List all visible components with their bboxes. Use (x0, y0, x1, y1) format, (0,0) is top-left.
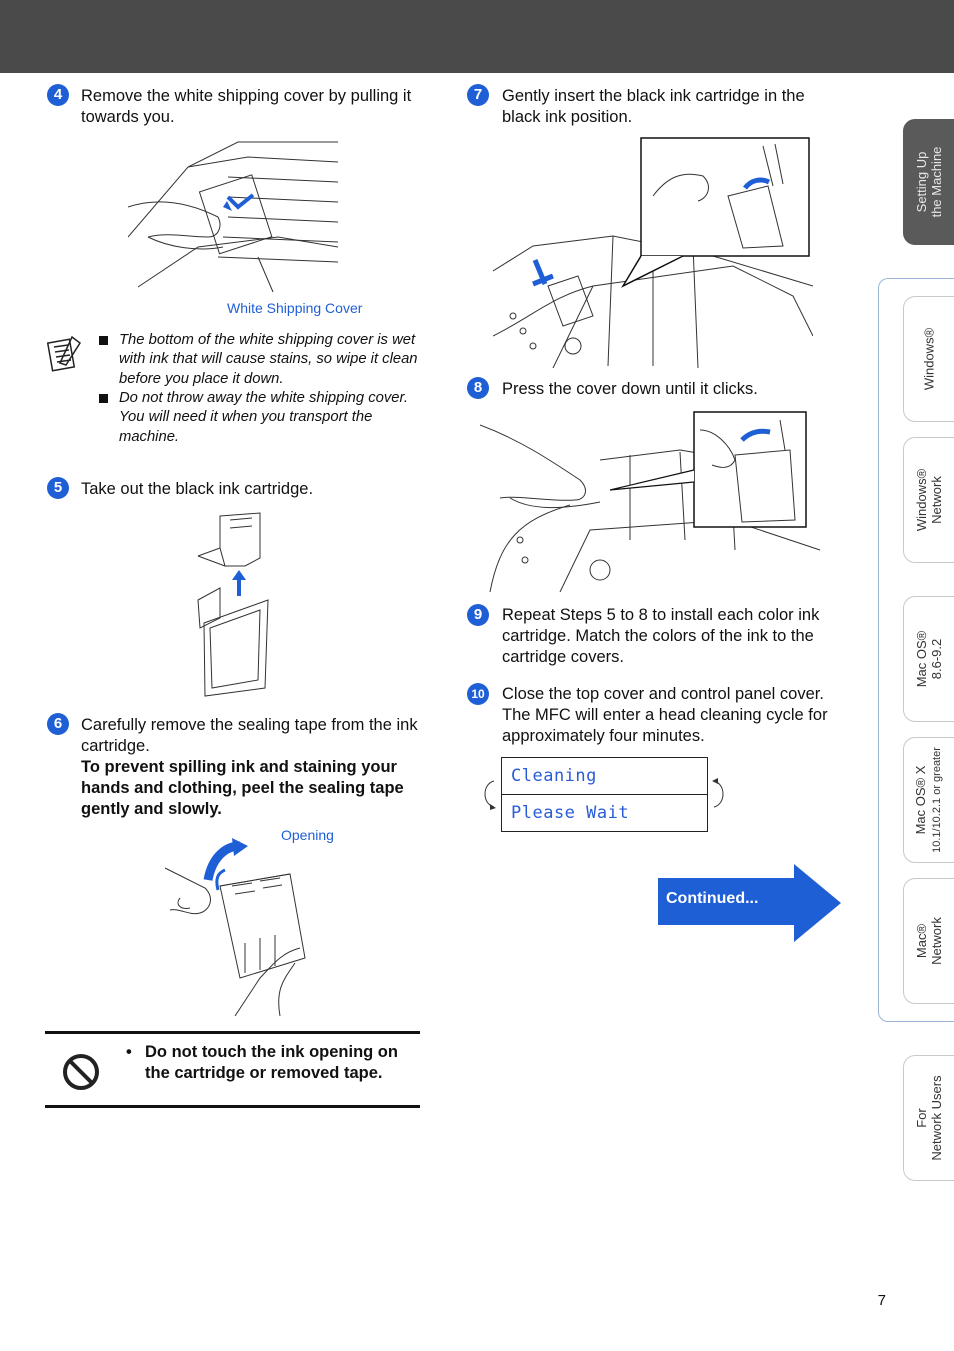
lcd-line-1: Cleaning (502, 758, 707, 795)
tab-mac-network[interactable]: Mac®Network (903, 878, 954, 1004)
bullet (99, 394, 108, 403)
step-number-4: 4 (47, 84, 69, 106)
shipping-cover-illustration (128, 141, 338, 293)
step-5-text: Take out the black ink cartridge. (81, 480, 314, 498)
lcd-line-2: Please Wait (511, 803, 630, 823)
note-item-2: Do not throw away the white shipping cov… (99, 389, 419, 447)
step-9-text: Repeat Steps 5 to 8 to install each colo… (502, 606, 820, 666)
step-10-text: Close the top cover and control panel co… (502, 685, 828, 745)
step-6-warning: To prevent spilling ink and staining you… (81, 758, 404, 818)
step-8-text: Press the cover down until it clicks. (502, 380, 758, 398)
step-number-7: 7 (467, 84, 489, 106)
tab-mac-os-8-9[interactable]: Mac OS®8.6-9.2 (903, 596, 954, 722)
step-7-text: Gently insert the black ink cartridge in… (502, 87, 805, 126)
note-pad-icon (46, 335, 82, 372)
warning-top-rule (45, 1031, 420, 1034)
white-shipping-cover-caption: White Shipping Cover (227, 300, 363, 316)
step-number-5: 5 (47, 477, 69, 499)
step-number-9: 9 (467, 604, 489, 626)
page-number: 7 (877, 1292, 886, 1309)
tab-windows[interactable]: Windows® (903, 296, 954, 422)
continued-arrow (658, 864, 841, 942)
cartridge-package-illustration (197, 512, 269, 697)
bullet (99, 336, 108, 345)
tab-label: Mac OS®8.6-9.2 (914, 630, 944, 688)
tab-label: Windows®Network (914, 468, 944, 532)
cycle-arrow-right-icon (712, 778, 724, 808)
prohibited-icon (63, 1054, 99, 1090)
lcd-display: Cleaning Please Wait (501, 757, 708, 832)
step-number-6: 6 (47, 713, 69, 735)
header-bar (0, 0, 954, 73)
step-number-10: 10 (467, 683, 489, 705)
step-6-text: Carefully remove the sealing tape from t… (81, 716, 418, 755)
tab-label: Mac®Network (914, 917, 944, 965)
press-cover-illustration (480, 411, 821, 592)
insert-cartridge-illustration (493, 137, 813, 368)
warning-bottom-rule (45, 1105, 420, 1108)
note-item-1: The bottom of the white shipping cover i… (99, 331, 419, 389)
tab-windows-network[interactable]: Windows®Network (903, 437, 954, 563)
continued-label: Continued... (666, 890, 759, 907)
cycle-arrow-left-icon (484, 780, 496, 810)
sealing-tape-illustration (164, 838, 306, 1016)
warning-bullet: • (126, 1043, 132, 1061)
opening-caption: Opening (281, 827, 334, 843)
warning-text: Do not touch the ink opening on the cart… (145, 1043, 398, 1082)
step-number-8: 8 (467, 377, 489, 399)
tab-label: Windows® (921, 327, 937, 391)
platform-tabs-group (878, 278, 954, 1022)
step-4-text: Remove the white shipping cover by pulli… (81, 87, 412, 126)
